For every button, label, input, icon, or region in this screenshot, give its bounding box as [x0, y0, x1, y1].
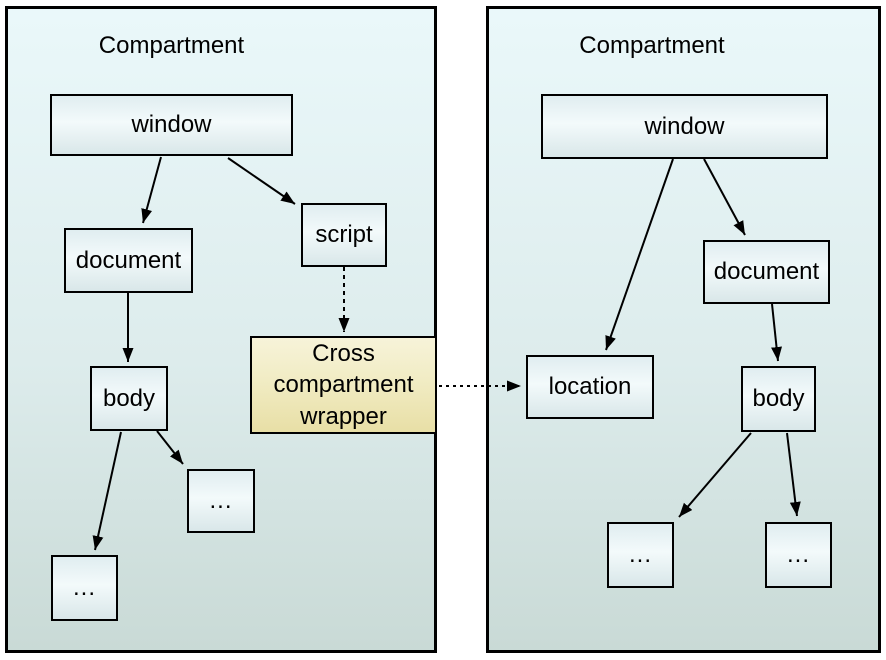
- right-location-node: location: [526, 355, 654, 419]
- left-ellipsis-node-1: ...: [187, 469, 255, 533]
- left-compartment-title: Compartment: [98, 32, 245, 59]
- left-script-node: script: [301, 203, 387, 267]
- cross-compartment-wrapper-node: Cross compartment wrapper: [250, 336, 437, 434]
- right-compartment-title: Compartment: [579, 32, 725, 59]
- right-ellipsis-node-2: ...: [765, 522, 832, 588]
- right-body-node: body: [741, 366, 816, 432]
- right-ellipsis-node-1: ...: [607, 522, 674, 588]
- left-document-node: document: [64, 228, 193, 293]
- right-window-node: window: [541, 94, 828, 159]
- left-ellipsis-node-2: ...: [51, 555, 118, 621]
- right-document-node: document: [703, 240, 830, 304]
- left-body-node: body: [90, 366, 168, 431]
- left-window-node: window: [50, 94, 293, 156]
